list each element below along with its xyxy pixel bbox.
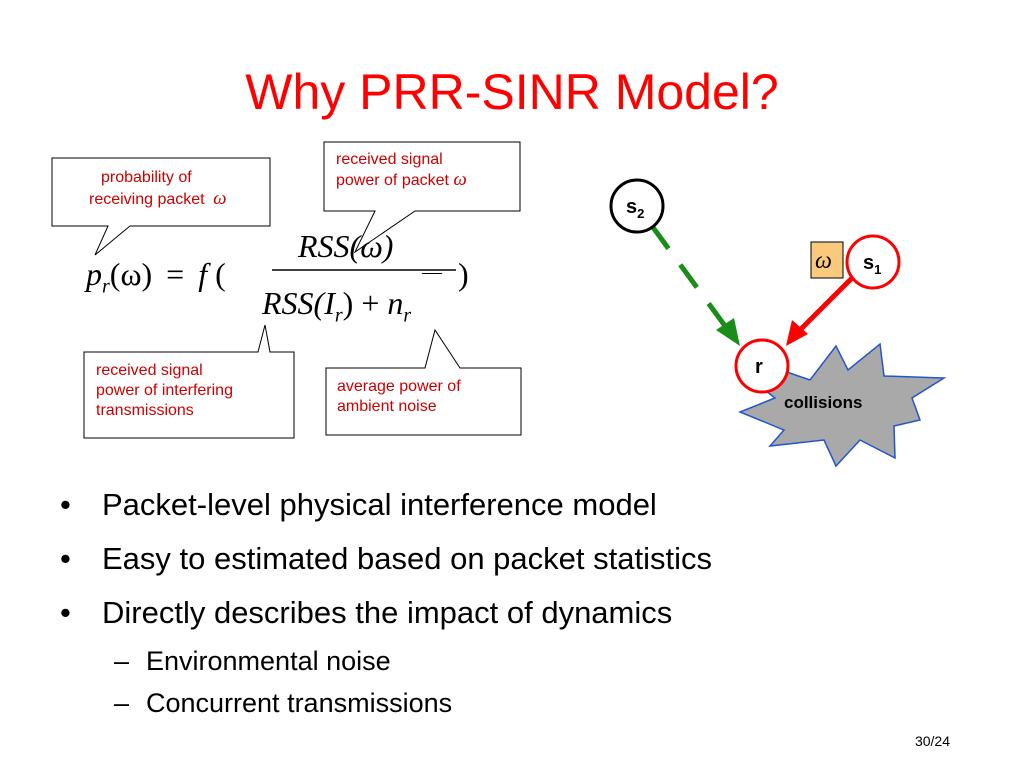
formula-den-rss: RSS( (262, 285, 325, 321)
packet-symbol: ω (815, 248, 832, 274)
packet-box (810, 241, 844, 279)
sub-bullet-item: –Environmental noise (56, 640, 712, 682)
node-s2-label: s2 (626, 196, 644, 221)
s2-to-r-arrow (649, 224, 731, 332)
callout-noise-line1: average power of (337, 378, 461, 395)
formula-den-i-sub: r (334, 304, 343, 327)
callout-noise-text: average power of ambient noise (337, 377, 461, 417)
formula-p-sub: r (102, 275, 110, 298)
bullet-dot: • (60, 541, 71, 576)
bullet-item: • Easy to estimated based on packet stati… (56, 532, 712, 586)
bullet-dot: • (60, 487, 71, 522)
bullet-item: • Packet-level physical interference mode… (56, 478, 712, 532)
formula-lhs: pr(ω) = f ( (86, 256, 226, 304)
sub-bullet-text: Concurrent transmissions (146, 688, 453, 718)
callout-noise-box (325, 328, 522, 436)
node-s2 (609, 178, 665, 234)
callout-signal-line2: power of packet (336, 172, 449, 189)
s1-arrowhead (786, 320, 808, 346)
formula-open-paren: ( (215, 256, 226, 292)
node-r (734, 338, 790, 394)
formula-p-arg: (ω) (109, 256, 153, 292)
callout-interfering-line3: transmissions (96, 402, 194, 419)
formula-den-close: ) (342, 285, 354, 321)
node-s1-label: s1 (863, 252, 881, 277)
formula-noise-bar: — (422, 261, 442, 283)
formula-n-sub: r (403, 304, 412, 327)
omega-symbol-1: ω (213, 188, 227, 209)
sub-bullet-dash: – (114, 688, 130, 718)
sub-bullet-item: –Concurrent transmissions (56, 682, 712, 724)
s1-to-r-arrow (798, 276, 854, 332)
sub-bullet-text: Environmental noise (146, 646, 391, 676)
callout-interfering-box (83, 324, 295, 439)
bullet-dot: • (60, 595, 71, 630)
callout-signal-box (323, 141, 521, 254)
formula-n: n (387, 285, 404, 321)
formula-p: p (86, 256, 102, 292)
callout-probability-line1: probability of (101, 169, 192, 186)
callout-probability-line2: receiving packet (89, 191, 205, 208)
bullet-list: • Packet-level physical interference mode… (56, 478, 712, 724)
bullet-text: Easy to estimated based on packet statis… (102, 541, 712, 576)
callout-interfering-line2: power of interfering (96, 382, 233, 399)
formula-f: f (198, 256, 208, 292)
callout-probability-text2: receiving packet ω (89, 189, 227, 210)
omega-symbol-2: ω (453, 169, 467, 190)
formula-close-paren: ) (458, 256, 469, 292)
formula-numerator: RSS(ω) (298, 228, 394, 264)
formula-plus: + (361, 285, 380, 321)
callout-probability-box (51, 157, 271, 256)
callout-interfering-line1: received signal (96, 362, 203, 379)
s2-arrowhead (716, 318, 740, 346)
formula-equals: = (166, 256, 185, 292)
bullet-text: Packet-level physical interference model (102, 487, 657, 522)
node-s1 (845, 234, 901, 290)
callout-signal-line1: received signal (336, 151, 443, 168)
collisions-label: collisions (784, 393, 862, 412)
page-number: 30/24 (914, 733, 950, 749)
slide-title: Why PRR-SINR Model? (245, 64, 779, 120)
collisions-burst (738, 342, 947, 468)
bullet-text: Directly describes the impact of dynamic… (102, 595, 673, 630)
formula-den-i: I (324, 285, 335, 321)
sub-bullet-dash: – (114, 646, 130, 676)
callout-noise-line2: ambient noise (337, 398, 437, 415)
formula-denominator: RSS(Ir) + nr (262, 285, 411, 333)
callout-interfering-text: received signal power of interfering tra… (96, 361, 233, 421)
node-r-label: r (755, 356, 763, 378)
callout-signal-text: received signal power of packet ω (336, 150, 467, 191)
bullet-item: • Directly describes the impact of dynami… (56, 586, 712, 640)
callout-probability-text: probability of (101, 168, 192, 188)
